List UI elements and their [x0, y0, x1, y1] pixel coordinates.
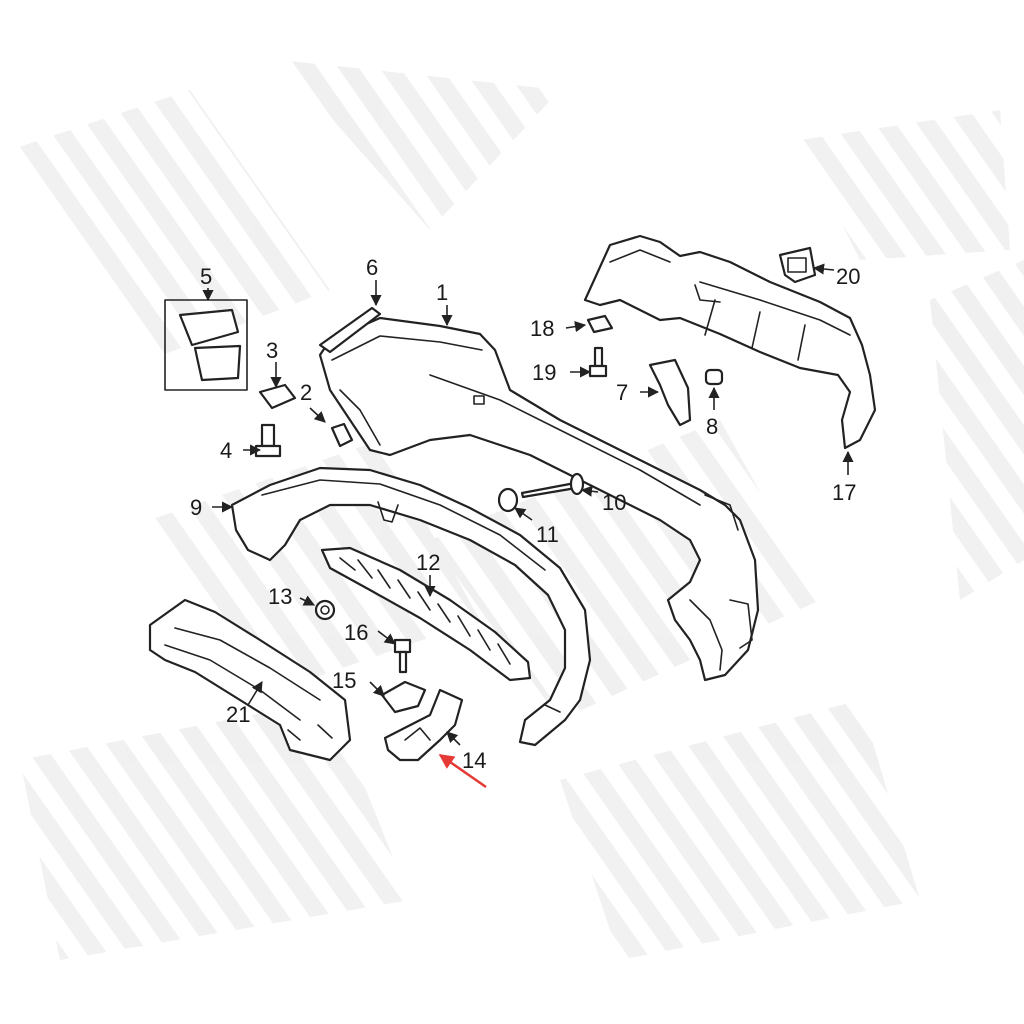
- leader-lines: [202, 263, 854, 789]
- bumper-upper-strip: [318, 306, 382, 354]
- callout-8: 8: [706, 414, 718, 439]
- callout-6: 6: [366, 255, 378, 280]
- washer-11: [497, 487, 519, 513]
- callout-1: 1: [436, 280, 448, 305]
- callout-7: 7: [616, 380, 628, 405]
- watermark: [10, 60, 1024, 960]
- callout-4: 4: [220, 438, 232, 463]
- callout-15: 15: [332, 668, 356, 693]
- nut-13: [314, 599, 336, 621]
- callout-12: 12: [416, 550, 440, 575]
- callout-10: 10: [602, 490, 626, 515]
- rod-10: [520, 472, 585, 499]
- rear-diffuser: [583, 234, 877, 450]
- callout-20: 20: [836, 264, 860, 289]
- callout-19: 19: [532, 360, 556, 385]
- callout-5: 5: [200, 264, 212, 289]
- callouts: 1 2 3 4 5 6 7 8 9 10 11 12 13 14 15 16 1…: [190, 255, 860, 773]
- clip-15: [380, 680, 427, 714]
- callout-17: 17: [832, 480, 856, 505]
- sensor-8: [704, 368, 724, 386]
- callout-3: 3: [266, 338, 278, 363]
- clip-18: [586, 314, 614, 334]
- screw-19: [588, 346, 608, 378]
- tow-hook-cap: [778, 246, 817, 284]
- callout-21: 21: [226, 702, 250, 727]
- callout-11: 11: [536, 522, 559, 547]
- callout-2: 2: [300, 380, 312, 405]
- callout-9: 9: [190, 495, 202, 520]
- reflector-set: [164, 299, 248, 391]
- bumper-cover: [318, 316, 760, 682]
- bolt-4: [254, 423, 282, 458]
- callout-16: 16: [344, 620, 368, 645]
- callout-13: 13: [268, 584, 292, 609]
- callout-14: 14: [462, 748, 486, 773]
- clip-3: [258, 383, 297, 410]
- lower-bumper-panel: [230, 466, 592, 747]
- grommet-2: [330, 422, 354, 448]
- reinforcement-bar: [320, 546, 532, 682]
- callout-18: 18: [530, 316, 554, 341]
- bracket-7: [648, 358, 692, 427]
- highlight-arrow: [438, 753, 487, 789]
- bumper-beam: [148, 598, 352, 762]
- bolt-16: [393, 638, 412, 674]
